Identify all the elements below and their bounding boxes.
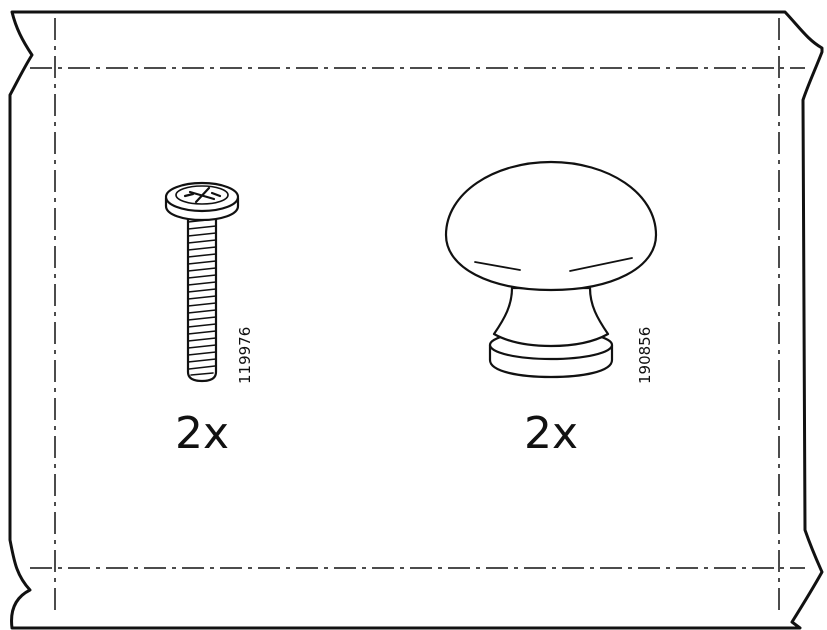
knob-cap-line-left bbox=[474, 261, 521, 271]
screw-icon bbox=[164, 181, 240, 383]
screw-cross-recess bbox=[183, 186, 222, 204]
knob-cap bbox=[444, 160, 658, 292]
knob-stem bbox=[492, 286, 610, 348]
knob-icon bbox=[444, 160, 658, 379]
knob-quantity: 2x bbox=[524, 408, 579, 459]
seal-lines bbox=[30, 18, 805, 615]
bag-outline bbox=[8, 10, 824, 630]
screw-quantity: 2x bbox=[175, 408, 230, 459]
knob-cap-line-right bbox=[569, 257, 633, 272]
screw-head-inner bbox=[175, 185, 229, 205]
knob-part-number: 190856 bbox=[636, 326, 654, 384]
screw-part-number: 119976 bbox=[236, 326, 254, 384]
